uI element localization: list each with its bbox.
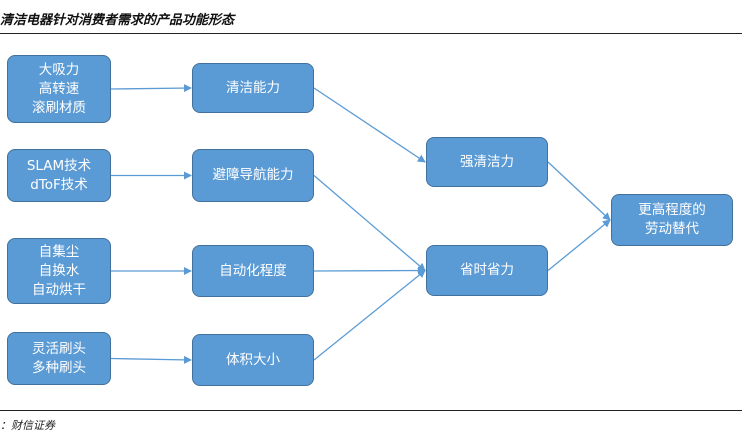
node-tech-brush-heads: 灵活刷头 多种刷头 <box>7 332 111 385</box>
node-line: dToF技术 <box>30 176 88 193</box>
bottom-rule <box>0 410 742 411</box>
node-line: 多种刷头 <box>32 359 86 376</box>
node-line: SLAM技术 <box>26 157 92 174</box>
node-line: 自集尘 <box>38 243 80 260</box>
arrow-func_auto-to-need_save <box>313 266 426 275</box>
figure-source: ：财信证券 <box>0 419 55 432</box>
node-line: 体积大小 <box>226 351 280 368</box>
node-labor-replacement-goal: 更高程度的 劳动替代 <box>611 194 733 246</box>
top-rule <box>0 33 742 34</box>
arrow-func_nav-to-need_save <box>313 175 426 272</box>
node-size: 体积大小 <box>192 334 314 386</box>
node-line: 避障导航能力 <box>212 167 294 183</box>
node-cleaning-ability: 清洁能力 <box>192 63 314 113</box>
node-line: 清洁能力 <box>226 79 280 96</box>
arrow-tech_suction-to-func_clean <box>110 84 192 93</box>
node-line: 自动烘干 <box>32 281 86 298</box>
node-tech-self-empty-wash-dry: 自集尘 自换水 自动烘干 <box>7 238 111 304</box>
arrow-tech_brush-to-func_size <box>110 355 192 364</box>
node-line: 滚刷材质 <box>32 99 86 116</box>
node-line: 高转速 <box>38 80 80 97</box>
arrow-need_clean-to-goal <box>547 161 611 221</box>
node-line: 劳动替代 <box>645 221 699 237</box>
node-line: 更高程度的 <box>638 202 706 218</box>
node-line: 灵活刷头 <box>32 340 86 357</box>
node-tech-slam-dtof: SLAM技术 dToF技术 <box>7 149 111 202</box>
node-line: 自换水 <box>38 262 80 279</box>
node-automation-level: 自动化程度 <box>192 245 314 297</box>
node-time-labor-saving: 省时省力 <box>426 245 548 296</box>
node-line: 大吸力 <box>38 61 80 78</box>
node-line: 强清洁力 <box>460 153 514 170</box>
node-line: 自动化程度 <box>219 262 287 279</box>
arrow-need_save-to-goal <box>547 219 611 272</box>
arrow-func_size-to-need_save <box>313 269 426 361</box>
node-tech-suction-speed-brush: 大吸力 高转速 滚刷材质 <box>7 55 111 123</box>
node-strong-cleaning: 强清洁力 <box>426 137 548 187</box>
arrow-func_clean-to-need_clean <box>313 87 426 163</box>
node-obstacle-navigation: 避障导航能力 <box>192 149 314 202</box>
figure-title: 清洁电器针对消费者需求的产品功能形态 <box>0 13 235 28</box>
node-line: 省时省力 <box>460 262 514 278</box>
